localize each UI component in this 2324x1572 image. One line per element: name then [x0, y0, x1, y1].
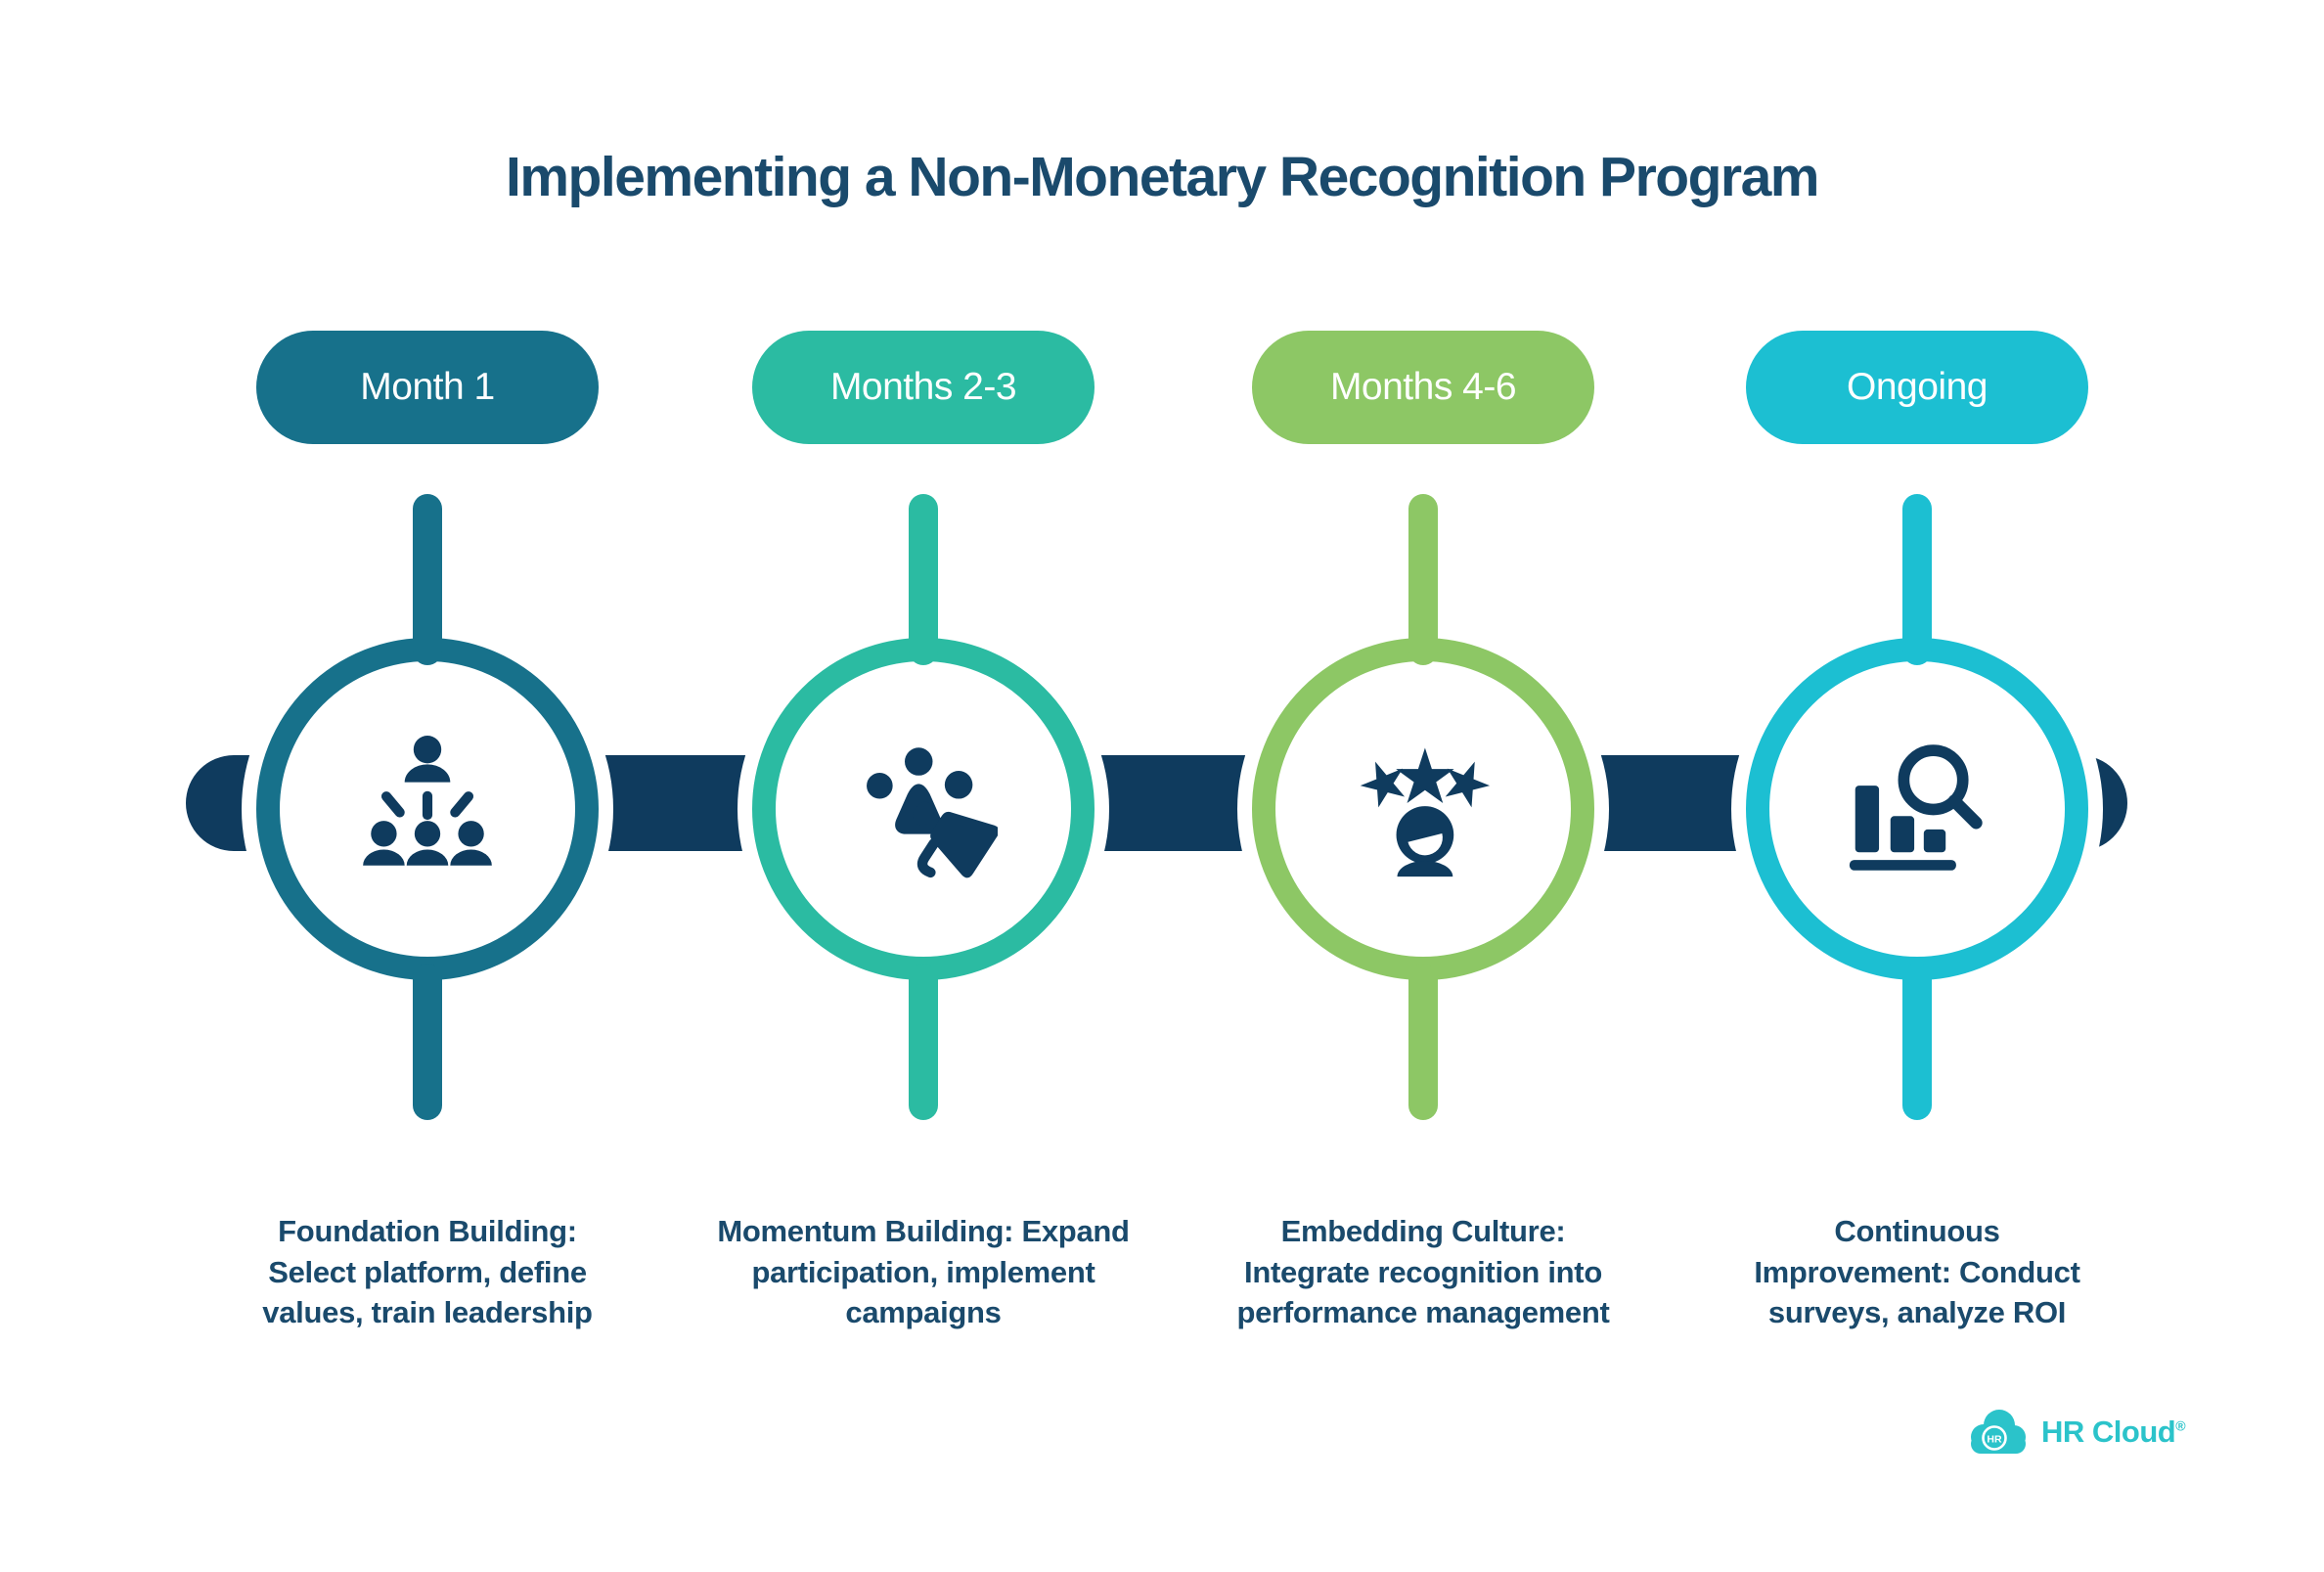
stage-description: Foundation Building: Select platform, de…	[262, 1214, 593, 1330]
logo-text: HR Cloud®	[2041, 1415, 2186, 1450]
logo-wordmark: HR Cloud	[2041, 1415, 2176, 1449]
stage-stem-bottom	[909, 964, 938, 1120]
stage-stem-top	[413, 494, 442, 665]
hr-cloud-icon: HR	[1971, 1410, 2026, 1454]
stage-stem-bottom	[413, 964, 442, 1120]
stage-pill-label: Ongoing	[1847, 366, 1988, 408]
registered-mark-icon: ®	[2175, 1417, 2186, 1434]
chart-magnifier-icon	[1849, 744, 1983, 871]
stage-circle	[1252, 638, 1594, 980]
stage-stem-bottom	[1408, 964, 1438, 1120]
stage-months-4-6: Months 4-6 Embedding Culture: Integrate …	[1175, 0, 1672, 1572]
stage-circle	[1746, 638, 2088, 980]
stage-description: Momentum Building: Expand participation,…	[717, 1214, 1130, 1330]
stage-pill: Ongoing	[1746, 331, 2088, 444]
stage-pill-label: Months 4-6	[1329, 366, 1517, 408]
page-title: Implementing a Non-Monetary Recognition …	[506, 146, 1819, 208]
stage-stem-top	[1902, 494, 1932, 665]
stage-description: Embedding Culture: Integrate recognition…	[1236, 1214, 1610, 1330]
org-hierarchy-icon	[363, 736, 492, 866]
stage-circle	[256, 638, 599, 980]
stage-pill-label: Month 1	[360, 366, 495, 408]
stage-pill: Month 1	[256, 331, 599, 444]
stage-description: Continuous Improvement: Conduct surveys,…	[1754, 1214, 2080, 1330]
stage-stem-bottom	[1902, 964, 1932, 1120]
stage-pill: Months 2-3	[752, 331, 1095, 444]
people-megaphone-icon	[867, 747, 998, 878]
stage-ongoing: Ongoing Continuous Improvement: Conduct …	[1669, 0, 2166, 1572]
stage-months-2-3: Months 2-3 Momentum Building: Expand par…	[675, 0, 1172, 1572]
stage-stem-top	[909, 494, 938, 665]
hr-cloud-logo: HR HR Cloud®	[1968, 1407, 2186, 1458]
stars-person-icon	[1360, 747, 1491, 877]
logo-monogram: HR	[1987, 1434, 2002, 1446]
stage-pill-label: Months 2-3	[829, 366, 1017, 408]
stage-circle	[752, 638, 1095, 980]
stage-pill: Months 4-6	[1252, 331, 1594, 444]
stage-month-1: Month 1 Foundation Building: Select plat…	[179, 0, 676, 1572]
stage-stem-top	[1408, 494, 1438, 665]
